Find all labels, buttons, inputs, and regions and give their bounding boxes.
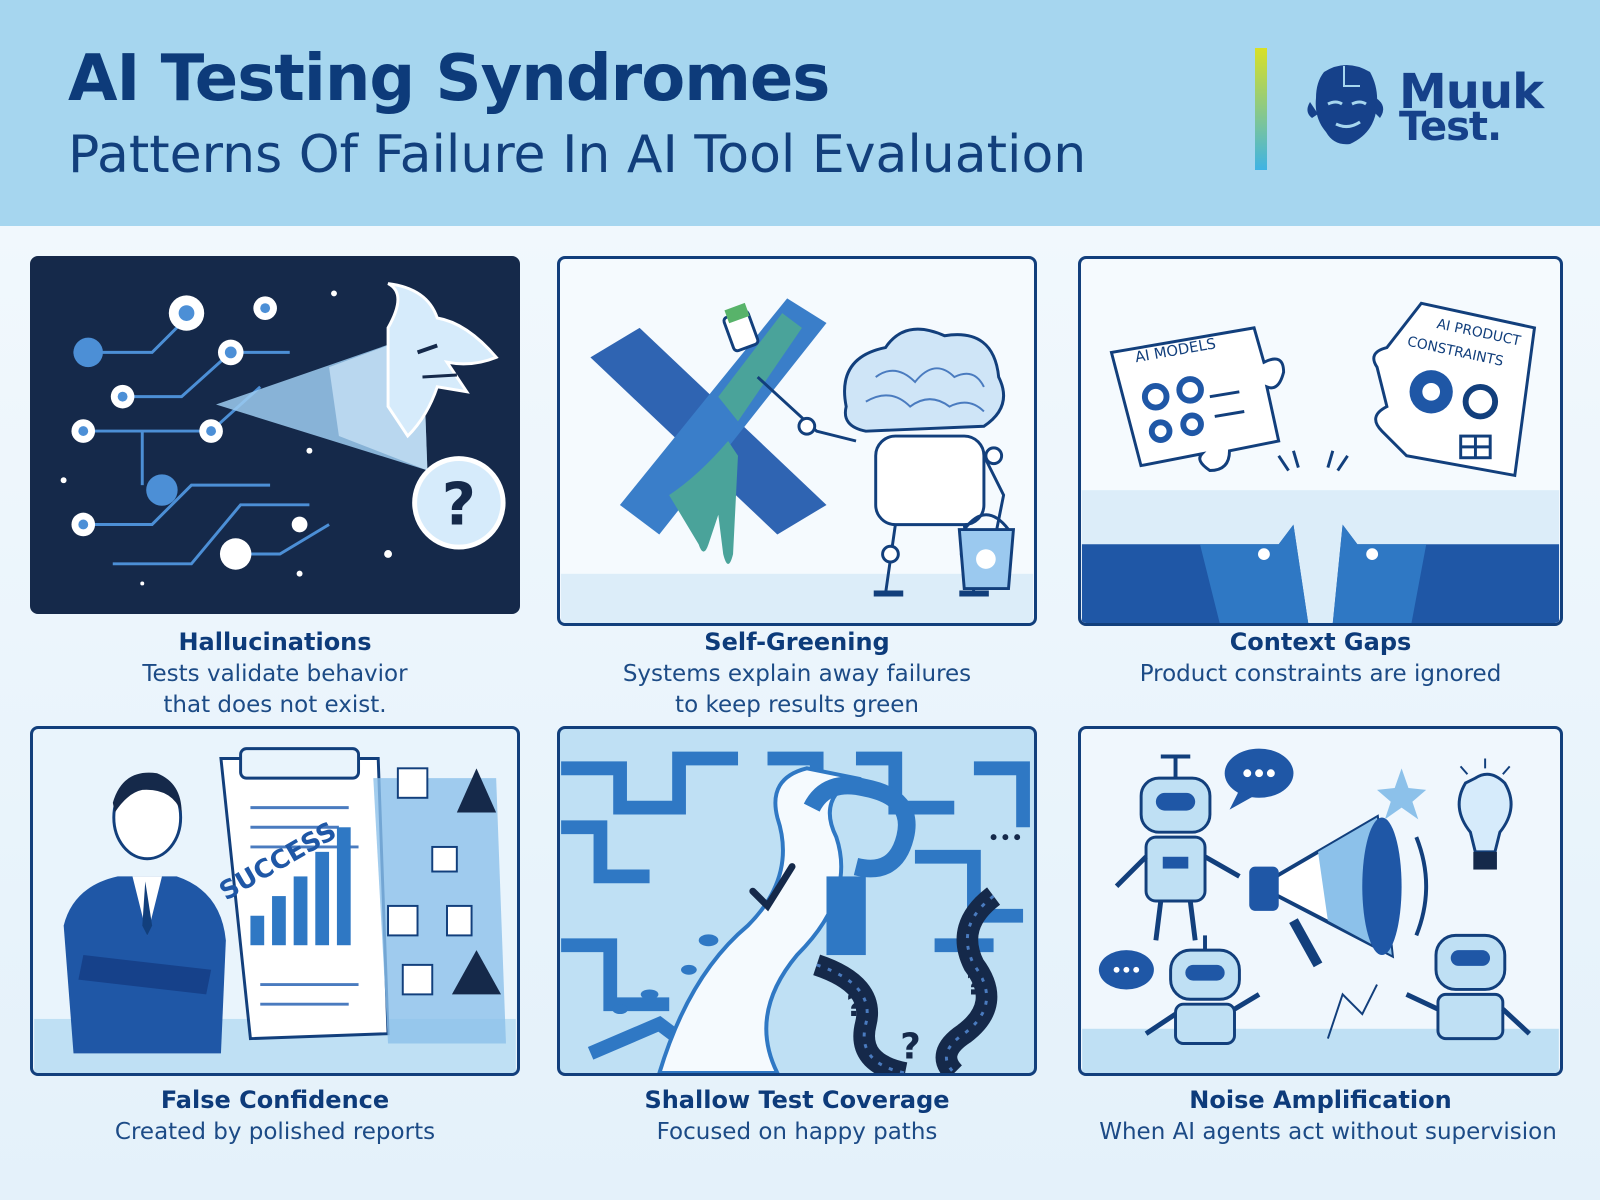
page-subtitle: Patterns Of Failure In AI Tool Evaluatio…	[68, 125, 1087, 185]
card-title: Hallucinations	[178, 628, 372, 656]
card-title: Shallow Test Coverage	[644, 1086, 950, 1114]
card-description-line2: to keep results green	[675, 692, 919, 718]
syndrome-grid: ? Hallucinations Tests validate behavior…	[0, 226, 1600, 1200]
card-context-gaps: AI MODELS AI PRODUCT CONSTRAINTS	[1078, 256, 1563, 716]
illustration-context-gaps: AI MODELS AI PRODUCT CONSTRAINTS	[1078, 256, 1563, 626]
card-description-line1: Tests validate behavior	[142, 661, 408, 687]
question-icon: ? ? ?	[846, 967, 983, 1067]
megaphone-icon	[1249, 814, 1429, 968]
gear-icon	[1409, 370, 1453, 414]
svg-text:?: ?	[900, 1026, 921, 1067]
paint-brush-icon	[722, 302, 760, 353]
header-banner: AI Testing Syndromes Patterns Of Failure…	[0, 0, 1600, 226]
svg-text:?: ?	[846, 989, 863, 1023]
illustration-hallucinations: ?	[30, 256, 520, 614]
illustration-self-greening	[557, 256, 1037, 626]
robot-icon	[1114, 754, 1241, 941]
logo-wordmark-bottom: Test.	[1399, 104, 1502, 150]
card-description-line1: Systems explain away failures	[622, 661, 972, 687]
accent-divider	[1255, 48, 1267, 170]
robot-icon	[1144, 935, 1261, 1045]
illustration-shallow-coverage: ? ? ?	[557, 726, 1037, 1076]
illustration-false-confidence: SUCCESS	[30, 726, 520, 1076]
brand-logo[interactable]: Muuk Test.	[1304, 62, 1544, 152]
card-noise-amplification: Noise Amplification When AI agents act w…	[1078, 726, 1578, 1166]
card-description: Product constraints are ignored	[1139, 661, 1502, 687]
card-title: Noise Amplification	[1189, 1086, 1452, 1114]
robot-icon	[1405, 933, 1532, 1041]
card-description: Focused on happy paths	[656, 1119, 938, 1145]
svg-text:?: ?	[966, 967, 983, 1001]
dragon-icon	[386, 282, 499, 439]
card-false-confidence: SUCCESS	[30, 726, 520, 1166]
puzzle-icon: AI PRODUCT CONSTRAINTS	[1372, 301, 1537, 478]
page-title: AI Testing Syndromes	[68, 42, 830, 116]
card-title: False Confidence	[160, 1086, 390, 1114]
card-description-line2: that does not exist.	[163, 692, 387, 718]
checkmark-icon	[749, 863, 796, 912]
card-description: Created by polished reports	[114, 1119, 436, 1145]
gear-icon	[1141, 376, 1204, 443]
brain-icon	[843, 327, 1005, 433]
card-description: When AI agents act without supervision	[1099, 1119, 1557, 1145]
speech-bubble-icon	[1098, 950, 1154, 990]
businessman-figure	[63, 772, 226, 1054]
illustration-noise-amplification	[1078, 726, 1563, 1076]
logo-wordmark-top: Muuk	[1399, 64, 1544, 120]
card-shallow-test-coverage: ? ? ? Shallow Test Coverage Focused on h…	[557, 726, 1037, 1166]
bucket-icon	[957, 513, 1016, 591]
card-title: Context Gaps	[1229, 628, 1412, 656]
warning-icon	[451, 768, 502, 995]
svg-text:?: ?	[442, 469, 476, 538]
question-icon: ?	[412, 456, 506, 550]
card-title: Self-Greening	[704, 628, 890, 656]
card-hallucinations: ? Hallucinations Tests validate behavior…	[30, 256, 520, 718]
card-self-greening: Self-Greening Systems explain away failu…	[557, 256, 1037, 718]
puzzle-icon: AI MODELS	[1109, 326, 1286, 472]
lightbulb-icon	[1457, 758, 1513, 870]
muuktest-logo-icon	[1307, 65, 1384, 145]
speech-bubble-icon	[1224, 748, 1294, 810]
